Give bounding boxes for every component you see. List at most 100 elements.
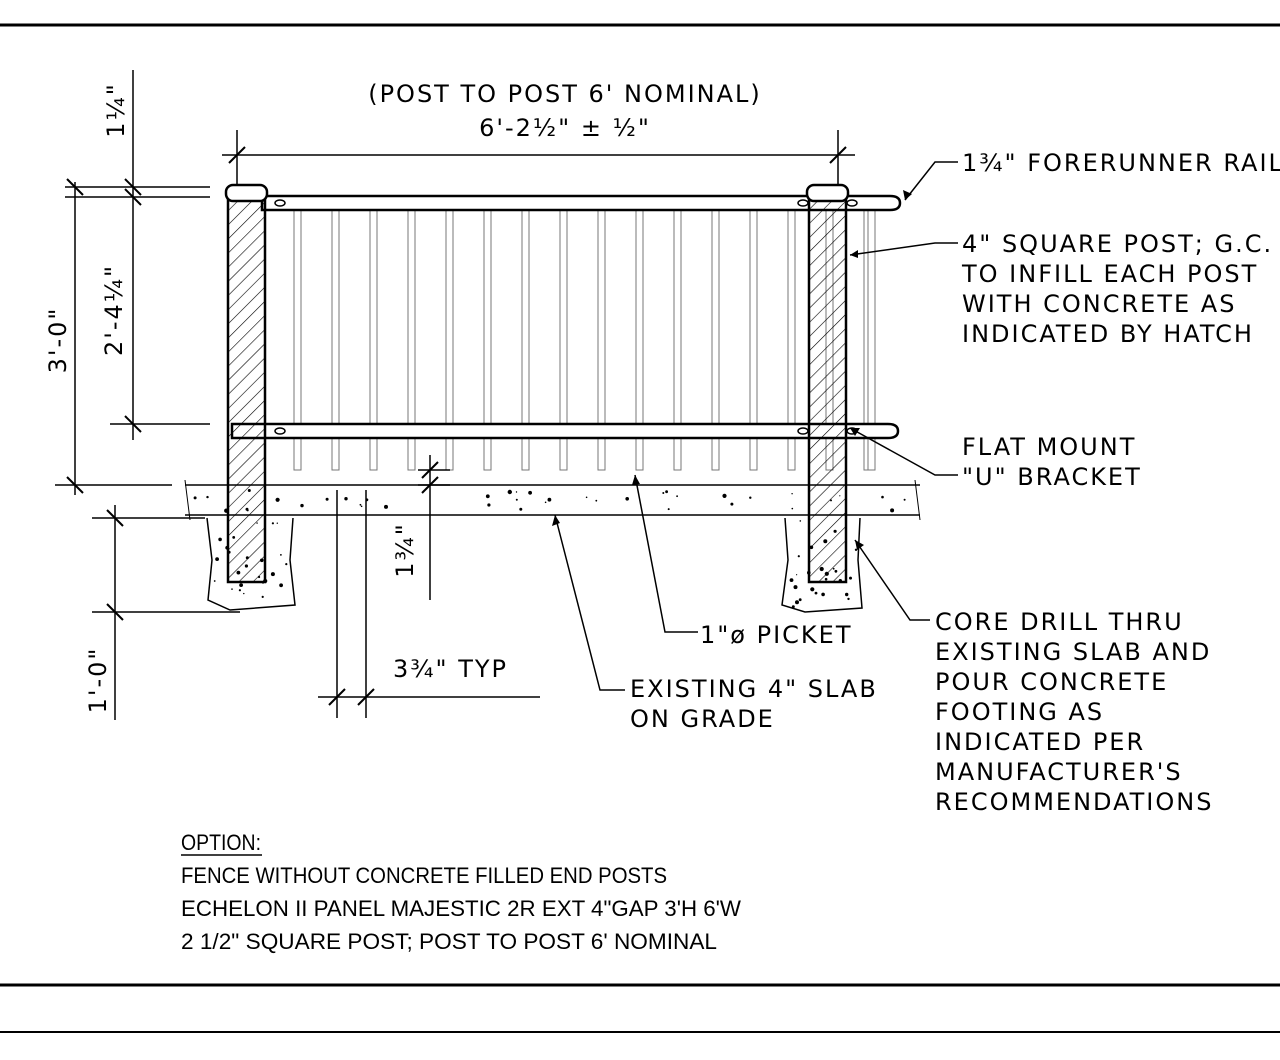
concrete-speck: [722, 493, 727, 498]
option-note: OPTION: FENCE WITHOUT CONCRETE FILLED EN…: [181, 830, 741, 954]
picket-spacing-label: 3¾" TYP: [393, 655, 508, 683]
post-callout-line: INDICATED BY HATCH: [962, 320, 1254, 348]
concrete-speck: [487, 503, 491, 507]
option-heading: OPTION:: [181, 830, 261, 855]
right-footing: [781, 517, 863, 613]
concrete-speck: [796, 574, 798, 576]
rail-height-label: 1¼": [102, 82, 130, 138]
concrete-speck: [275, 497, 280, 502]
concrete-speck: [676, 495, 678, 498]
concrete-speck: [243, 592, 245, 595]
option-line: 2 1/2" SQUARE POST; POST TO POST 6' NOMI…: [181, 929, 717, 954]
concrete-speck: [544, 501, 547, 504]
concrete-speck: [528, 490, 532, 495]
concrete-speck: [280, 554, 282, 556]
concrete-speck: [791, 605, 795, 609]
concrete-speck: [821, 592, 825, 597]
concrete-speck: [791, 493, 793, 495]
forerunner-rail-callout: 1¾" FORERUNNER RAIL: [962, 149, 1280, 177]
concrete-speck: [206, 495, 209, 499]
concrete-speck: [814, 591, 818, 595]
concrete-speck: [789, 578, 794, 582]
left-post: [224, 183, 269, 584]
top-dimension-note: (POST TO POST 6' NOMINAL): [368, 80, 762, 108]
concrete-speck: [810, 587, 815, 592]
concrete-speck: [795, 600, 799, 605]
concrete-speck: [515, 491, 518, 493]
bottom-rail: [230, 422, 900, 440]
concrete-speck: [215, 557, 220, 561]
concrete-speck: [270, 572, 275, 577]
concrete-speck: [793, 585, 798, 590]
concrete-speck: [797, 555, 800, 558]
bracket-callout: FLAT MOUNT "U" BRACKET: [962, 433, 1142, 491]
core-callout-line: INDICATED PER: [935, 728, 1145, 756]
core-callout-line: POUR CONCRETE: [935, 668, 1168, 696]
concrete-speck: [193, 496, 197, 500]
option-line: ECHELON II PANEL MAJESTIC 2R EXT 4"GAP 3…: [181, 896, 741, 921]
concrete-speck: [359, 503, 362, 506]
concrete-speck: [344, 497, 348, 501]
right-post: [805, 183, 850, 584]
concrete-speck: [507, 489, 512, 495]
concrete-speck: [213, 580, 216, 582]
concrete-speck: [849, 576, 852, 580]
post-callout: 4" SQUARE POST; G.C. TO INFILL EACH POST…: [961, 230, 1273, 348]
concrete-speck: [547, 497, 552, 502]
core-callout-line: FOOTING AS: [935, 698, 1104, 726]
picket-callout: 1"ø PICKET: [700, 621, 853, 649]
option-line: FENCE WITHOUT CONCRETE FILLED END POSTS: [181, 863, 667, 888]
concrete-speck: [231, 588, 233, 590]
concrete-speck: [798, 598, 802, 602]
top-dimension-value: 6'-2½" ± ½": [479, 114, 651, 142]
concrete-speck: [890, 508, 895, 513]
picket-spacing-dimension: [318, 490, 540, 718]
concrete-speck: [519, 507, 523, 511]
concrete-slab: [184, 479, 921, 521]
concrete-speck: [854, 548, 858, 551]
concrete-speck: [667, 508, 670, 511]
concrete-speck: [625, 497, 629, 501]
concrete-speck: [279, 583, 283, 588]
top-width-dimension: [222, 130, 855, 185]
core-callout-line: RECOMMENDATIONS: [935, 788, 1213, 816]
overall-height-label: 3'-0": [44, 307, 72, 374]
concrete-speck: [261, 595, 264, 599]
concrete-speck: [238, 589, 241, 592]
footing-depth-label: 1'-0": [84, 647, 112, 714]
vertical-dimensions: [55, 70, 210, 495]
post-callout-line: TO INFILL EACH POST: [961, 260, 1258, 288]
slab-callout-line: EXISTING 4" SLAB: [630, 675, 878, 703]
gap-label: 1¾": [391, 522, 419, 578]
inner-height-label: 2'-4¼": [100, 264, 128, 356]
footing-depth-dimension: [92, 505, 240, 720]
concrete-speck: [791, 507, 794, 510]
core-callout-line: CORE DRILL THRU: [935, 608, 1184, 636]
slab-callout: EXISTING 4" SLAB ON GRADE: [630, 675, 878, 733]
top-rail: [260, 194, 902, 212]
concrete-speck: [325, 497, 329, 501]
concrete-speck: [730, 502, 734, 506]
concrete-speck: [799, 520, 802, 522]
concrete-speck: [300, 503, 304, 508]
post-callout-line: 4" SQUARE POST; G.C.: [962, 230, 1273, 258]
concrete-speck: [585, 496, 588, 499]
gap-dimension: [418, 455, 450, 600]
leader-lines: [552, 161, 958, 691]
concrete-speck: [515, 498, 518, 501]
concrete-speck: [749, 496, 752, 499]
slab-callout-line: ON GRADE: [630, 705, 775, 733]
post-callout-line: WITH CONCRETE AS: [962, 290, 1236, 318]
core-drill-callout: CORE DRILL THRU EXISTING SLAB AND POUR C…: [935, 608, 1213, 816]
concrete-speck: [662, 492, 665, 494]
core-callout-line: MANUFACTURER'S: [935, 758, 1183, 786]
left-footing: [206, 517, 296, 611]
concrete-speck: [881, 495, 884, 499]
concrete-speck: [384, 504, 388, 509]
concrete-speck: [847, 597, 850, 601]
bracket-callout-line: "U" BRACKET: [962, 463, 1142, 491]
picket-group: [293, 209, 876, 471]
concrete-speck: [360, 505, 363, 508]
core-callout-line: EXISTING SLAB AND: [935, 638, 1211, 666]
